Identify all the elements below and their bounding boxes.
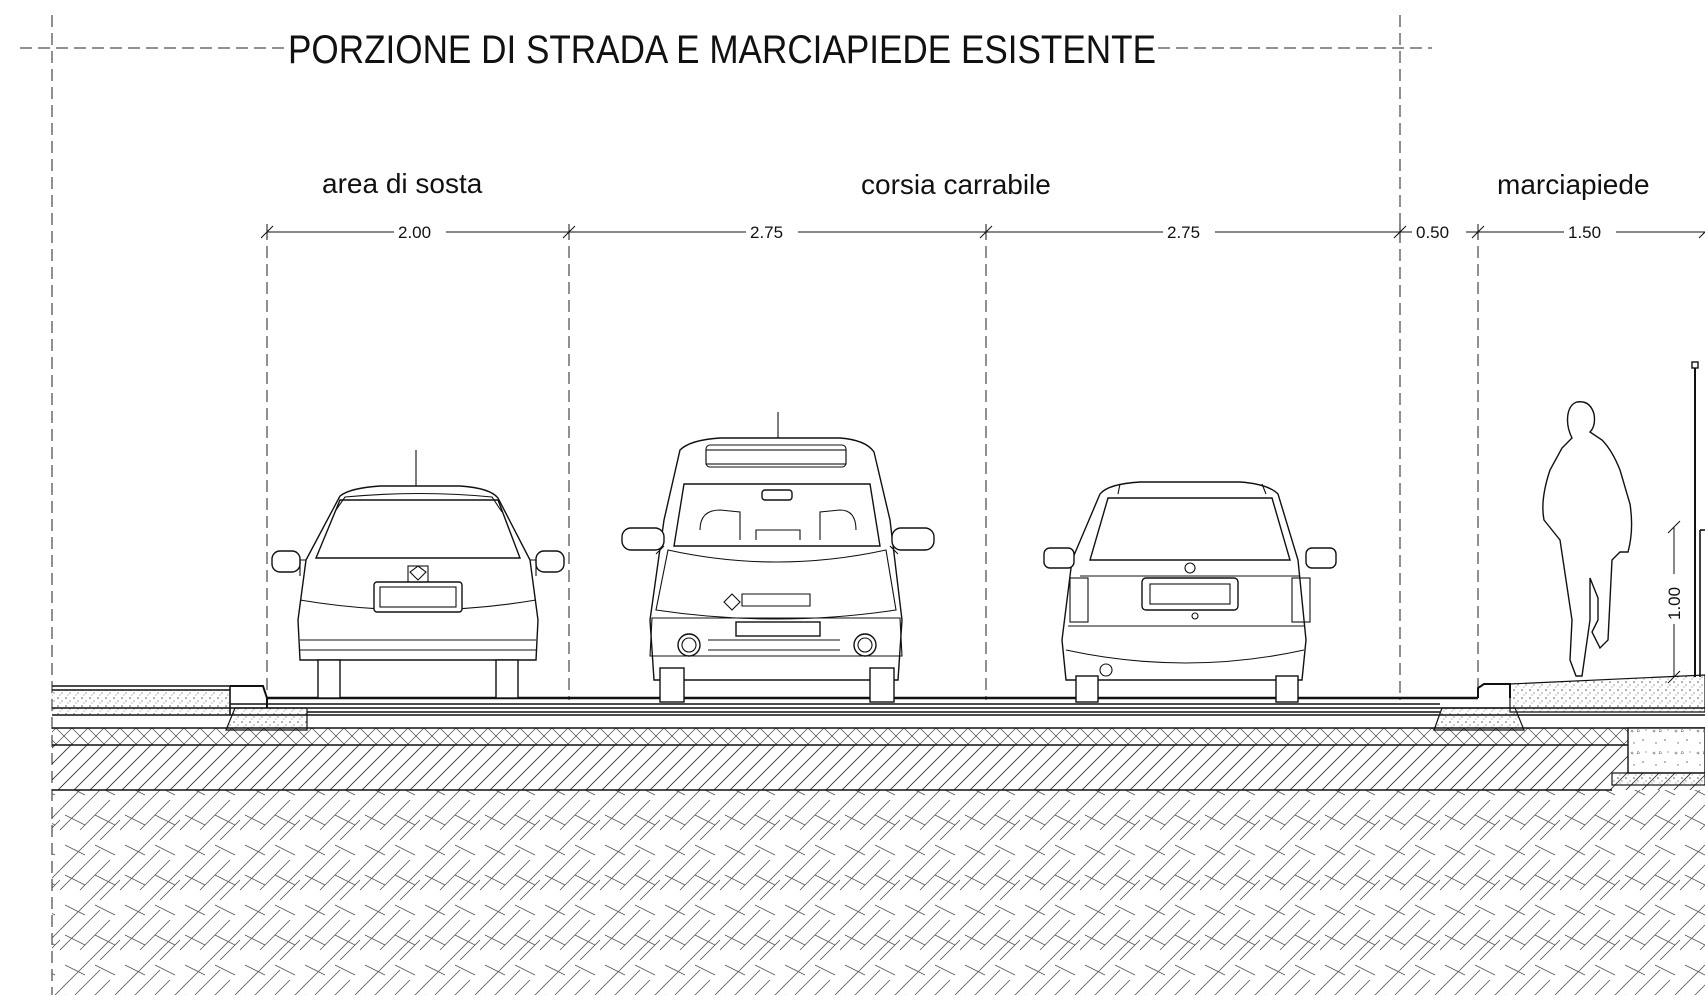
- dimension-parking-width: 2.00: [398, 223, 431, 242]
- zone-label-sidewalk: marciapiede: [1497, 169, 1650, 200]
- station-wagon-rear-view: [1043, 481, 1337, 703]
- pedestrian-silhouette: [1542, 401, 1633, 677]
- dimension-lane2-width: 2.75: [1167, 223, 1200, 242]
- zone-label-carriageway: corsia carrabile: [861, 169, 1051, 200]
- zone-label-parking: area di sosta: [322, 168, 483, 199]
- dimension-curb-width: 0.50: [1416, 223, 1449, 242]
- dimension-lane1-width: 2.75: [750, 223, 783, 242]
- dimension-railing-height: 1.00: [1665, 587, 1684, 620]
- dimension-sidewalk-width: 1.50: [1568, 223, 1601, 242]
- ground-layers: [52, 674, 1705, 995]
- dimension-line: [260, 222, 1705, 242]
- railing: [1662, 361, 1705, 684]
- parked-car-rear-view: [271, 450, 565, 699]
- drawing-title: PORZIONE DI STRADA E MARCIAPIEDE ESISTEN…: [288, 28, 1156, 72]
- car-front-view: [621, 412, 935, 703]
